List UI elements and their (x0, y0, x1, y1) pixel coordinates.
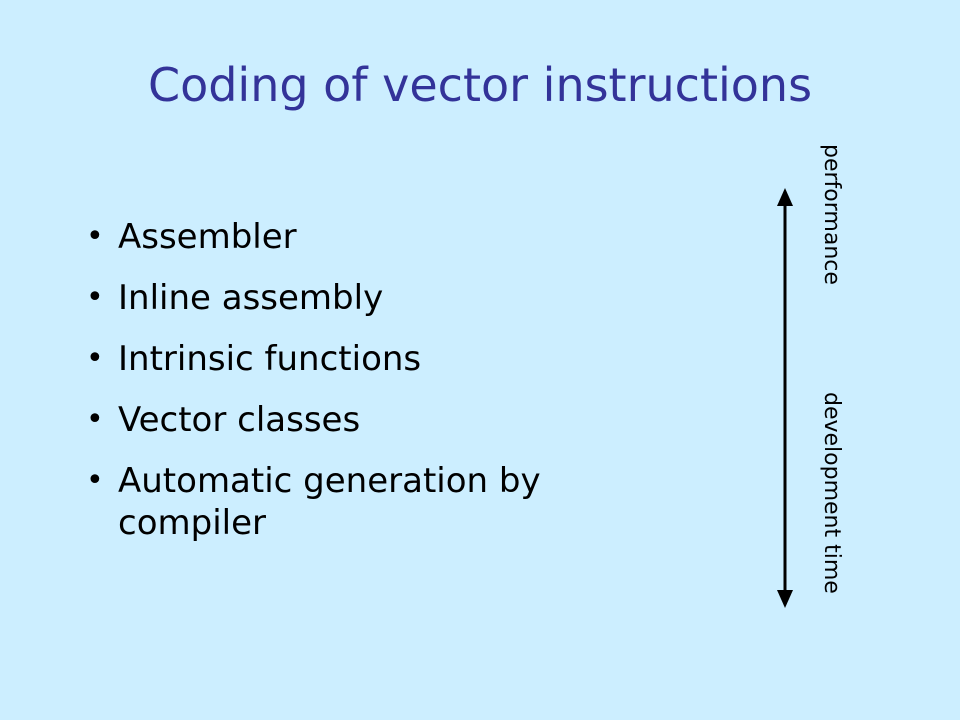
bullet-dot-icon: • (86, 219, 104, 254)
bullet-item-automatic-generation: • Automatic generation by compiler (84, 460, 684, 544)
bullet-item-assembler: • Assembler (84, 216, 684, 258)
bullet-item-vector-classes: • Vector classes (84, 399, 684, 441)
bullet-text: Automatic generation by compiler (118, 461, 541, 543)
bullet-dot-icon: • (86, 341, 104, 376)
bullet-text: Vector classes (118, 400, 361, 440)
development-time-label: development time (819, 392, 844, 594)
double-arrow-icon (777, 188, 793, 608)
performance-label: performance (819, 144, 844, 285)
slide-title: Coding of vector instructions (147, 58, 813, 112)
bullet-dot-icon: • (86, 280, 104, 315)
bullet-text: Inline assembly (118, 278, 384, 318)
bullet-item-intrinsic-functions: • Intrinsic functions (84, 338, 684, 380)
arrow-head-down (777, 590, 793, 608)
bullet-item-inline-assembly: • Inline assembly (84, 277, 684, 319)
bullet-dot-icon: • (86, 402, 104, 437)
bullet-text: Assembler (118, 217, 297, 257)
bullet-dot-icon: • (86, 463, 104, 498)
bullet-list: • Assembler • Inline assembly • Intrinsi… (84, 216, 684, 563)
bullet-text: Intrinsic functions (118, 339, 422, 379)
arrow-head-up (777, 188, 793, 206)
